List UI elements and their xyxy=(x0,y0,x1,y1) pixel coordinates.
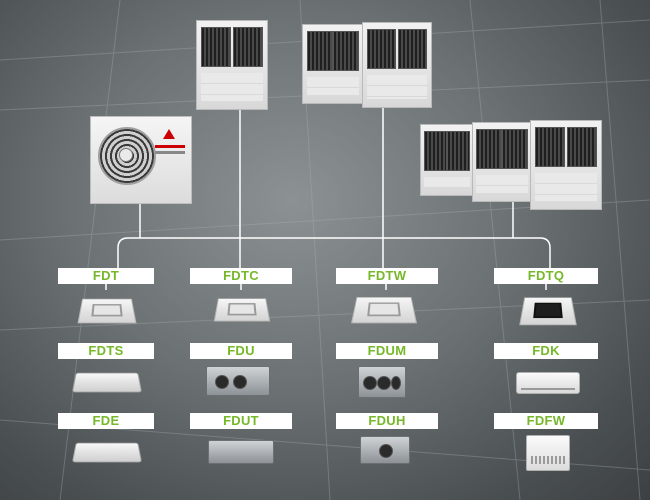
model-label: FDTS xyxy=(58,343,154,359)
vrf-outdoor-unit-double-right xyxy=(362,22,432,108)
vrf-outdoor-unit-single xyxy=(196,20,268,110)
split-outdoor-unit xyxy=(90,116,192,204)
model-label: FDE xyxy=(58,413,154,429)
ducted-medium-unit xyxy=(358,366,406,398)
model-label: FDU xyxy=(190,343,292,359)
model-label: FDTQ xyxy=(494,268,598,284)
brand-logo-icon xyxy=(163,129,175,139)
ducted-unit xyxy=(206,366,270,396)
wall-mounted-unit xyxy=(516,372,580,394)
vrf-outdoor-unit-triple-1 xyxy=(420,124,474,196)
ducted-high-unit xyxy=(360,436,410,464)
vrf-outdoor-unit-triple-3 xyxy=(530,120,602,210)
ceiling-suspended-unit xyxy=(71,442,143,463)
cassette-dark-unit xyxy=(519,297,577,326)
model-label: FDFW xyxy=(494,413,598,429)
vrf-outdoor-unit-double-left xyxy=(302,24,364,104)
vrf-outdoor-unit-triple-2 xyxy=(472,122,532,202)
model-label: FDTW xyxy=(336,268,438,284)
model-label: FDTC xyxy=(190,268,292,284)
model-label: FDUT xyxy=(190,413,292,429)
cassette-2way-unit xyxy=(350,297,418,324)
model-label: FDK xyxy=(494,343,598,359)
model-label: FDUH xyxy=(336,413,438,429)
ducted-thin-unit xyxy=(208,440,274,464)
model-label: FDUM xyxy=(336,343,438,359)
cassette-compact-unit xyxy=(213,298,271,322)
pipe-header xyxy=(117,237,551,268)
ceiling-slim-unit xyxy=(71,372,143,393)
cassette-4way-unit xyxy=(77,298,137,324)
model-label: FDT xyxy=(58,268,154,284)
floor-standing-unit xyxy=(526,435,570,471)
